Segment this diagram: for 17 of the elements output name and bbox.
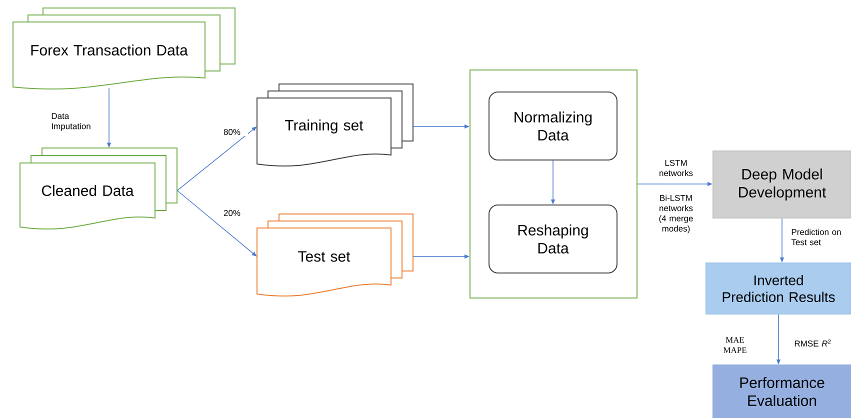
rounded-box: Reshaping Data: [488, 204, 618, 274]
edge-label: MAE MAPE: [723, 337, 746, 353]
document-stack: Training set: [256, 84, 414, 167]
document-stack: Forex Transaction Data: [12, 8, 236, 90]
rounded-box: Normalizing Data: [488, 92, 618, 160]
process-box: Performance Evaluation: [712, 364, 851, 418]
edge-label: 20%: [224, 210, 240, 216]
metric-label: RMSE R$^{2}$: [794, 339, 831, 347]
document-stack: Cleaned Data: [20, 148, 178, 230]
edge-label: Prediction on Test set: [791, 228, 841, 246]
network-label: Bi-LSTM networks (4 merge modes): [659, 194, 693, 234]
process-box: Inverted Prediction Results: [706, 262, 851, 314]
edge-label: LSTM networks: [660, 160, 693, 176]
edge-label: Data Imputation: [52, 113, 90, 131]
edge-label: 80%: [224, 129, 240, 135]
document-stack: Test set: [256, 214, 414, 297]
process-box: Deep Model Development: [712, 150, 851, 218]
